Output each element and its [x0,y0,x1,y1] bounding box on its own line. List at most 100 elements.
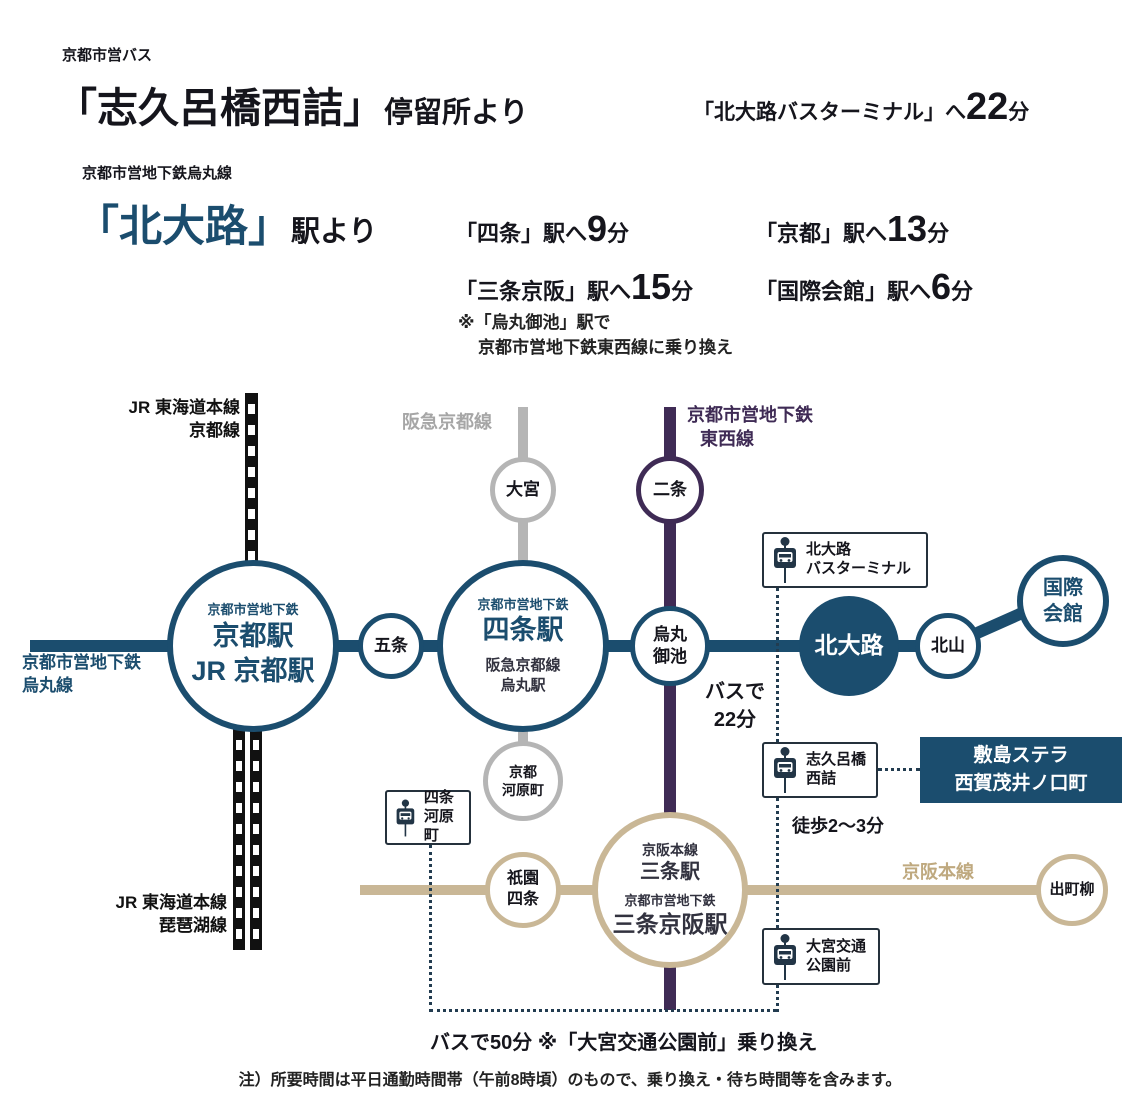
bus-stop-icon [774,747,796,793]
station-sanjo-line1: 京阪本線 [642,841,698,858]
bus-route-terminal-to-shikurobashi [776,588,779,742]
tozai-line-label-1: 京都市営地下鉄 [687,405,813,425]
station-gion-shijo: 祇園 四条 [485,852,561,928]
bus-route-shikurobashi-to-omiyapark [776,798,779,928]
bus-stop-icon [396,799,415,836]
station-demachiyanagi-label: 出町柳 [1049,881,1095,899]
dest-sanjokeihan-label: 「三条京阪」駅へ [455,279,632,304]
station-gojo: 五条 [358,613,424,679]
station-kitayama: 北山 [915,613,981,679]
station-sanjo-keihan: 京阪本線 三条駅 京都市営地下鉄 三条京阪駅 [592,812,748,968]
bus-stop-shijo-kawaramachi-line1: 四条 [423,789,454,807]
station-kokusaikaikan: 国際 会館 [1017,555,1109,647]
bus-stop-omiya-park-label: 大宮交通 公園前 [806,938,866,976]
bus-stop-shijo-kawaramachi: 四条 河原町 [385,789,471,845]
dest-kyoto-label: 「京都」駅へ [755,221,888,246]
bus-22min-note-line2: 22分 [713,709,757,731]
station-sanjo-line4: 三条京阪駅 [612,910,728,937]
bus-stop-shijo-kawaramachi-line2: 河原町 [423,808,454,844]
bus-stop-kitaoji-terminal: 北大路 バスターミナル [762,532,928,588]
station-kyoto-kawaramachi: 京都 河原町 [483,741,563,821]
property-box: 敷島ステラ 西賀茂井ノ口町 [920,737,1122,803]
dest-shijo-label: 「四条」駅へ [455,221,588,246]
station-title-suffix: 駅より [291,216,378,248]
bus-destination-minutes: 22 [966,86,1009,128]
dest-kokusaikaikan-label: 「国際会館」駅へ [755,279,932,304]
jr-biwako-line-label-1: JR 東海道本線 [115,893,227,912]
dest-sanjokeihan-unit: 分 [671,279,694,304]
station-omiya: 大宮 [490,457,556,523]
karasuma-line-label-2: 烏丸線 [22,675,73,695]
dest-shijo-minutes: 9 [587,208,608,249]
station-shijo: 京都市営地下鉄 四条駅 阪急京都線 烏丸駅 [437,560,609,732]
station-gojo-label: 五条 [374,635,408,655]
station-karasuma-oike-line2: 御池 [653,647,687,666]
karasuma-line-label-1: 京都市営地下鉄 [22,653,141,672]
jr-kyoto-line-label: JR 東海道本線 京都線 [58,397,240,443]
hankyu-line-label: 阪急京都線 [402,412,492,432]
dest-sanjokeihan: 「三条京阪」駅へ15分 [455,266,693,308]
bus-22min-note-line1: バスで [705,681,765,703]
bus-stop-shikurobashi-label: 志久呂橋 西詰 [806,751,866,789]
bus-destination-time: 「北大路バスターミナル」へ22分 [693,86,1029,129]
dest-kokusaikaikan-unit: 分 [951,279,974,304]
station-title: 「北大路」駅より [76,192,377,254]
station-shijo-line1: 京都市営地下鉄 [477,596,569,612]
bus-stop-kitaoji-terminal-label: 北大路 バスターミナル [806,541,911,579]
bus-stop-shikurobashi: 志久呂橋 西詰 [762,742,878,798]
station-kitaoji-label: 北大路 [814,632,884,659]
bus-stop-shikurobashi-line2: 西詰 [806,770,837,787]
station-kyoto-line3: JR 京都駅 [191,656,315,687]
station-kyoto-line2: 京都駅 [212,621,294,652]
bus-22min-note: バスで 22分 [696,678,774,734]
jr-biwako-line-label-2: 琵琶湖線 [159,915,227,935]
bus-stop-omiya-park-line1: 大宮交通 [806,937,867,955]
property-name-line2: 西賀茂井ノ口町 [954,773,1088,794]
bus-route-omiyapark-stub [776,985,779,1012]
bus-company-label: 京都市営バス [62,47,153,64]
bus-stop-omiya-park: 大宮交通 公園前 [762,928,880,985]
station-kyoto: 京都市営地下鉄 京都駅 JR 京都駅 [167,560,339,732]
bus-50min-note: バスで50分 ※「大宮交通公園前」乗り換え [430,1032,818,1054]
property-name-line1: 敷島ステラ [973,745,1069,767]
dest-kokusaikaikan-minutes: 6 [931,266,952,307]
bus-stop-suffix: 停留所より [384,97,529,129]
station-demachiyanagi: 出町柳 [1036,854,1108,926]
station-nijo-label: 二条 [653,479,687,499]
bus-route-shijokawaramachi [429,845,432,1012]
bus-stop-omiya-park-line2: 公園前 [806,956,852,974]
station-kitaoji: 北大路 [799,596,899,696]
jr-kyoto-line-label-2: 京都線 [189,420,240,440]
bus-stop-icon [774,537,796,583]
jr-biwako-line-label: JR 東海道本線 琵琶湖線 [45,892,227,938]
station-kyoto-kawaramachi-line2: 河原町 [502,782,544,798]
bus-stop-shijo-kawaramachi-label: 四条 河原町 [424,789,463,845]
station-gion-shijo-line1: 祇園 [506,870,539,888]
station-kyoto-kawaramachi-line1: 京都 [509,763,537,780]
dest-kyoto: 「京都」駅へ13分 [755,208,949,250]
station-gion-shijo-line2: 四条 [506,891,539,908]
subway-line-label: 京都市営地下鉄烏丸線 [82,165,233,182]
dest-kokusaikaikan: 「国際会館」駅へ6分 [755,266,973,308]
tozai-line-label-2: 東西線 [700,429,754,450]
station-shijo-line4: 烏丸駅 [500,676,546,694]
bus-route-bottom [430,1009,776,1012]
station-karasuma-oike: 烏丸 御池 [630,606,710,686]
station-shijo-line3: 阪急京都線 [485,657,561,675]
station-kyoto-line1: 京都市営地下鉄 [207,602,299,618]
station-karasuma-oike-line1: 烏丸 [653,624,687,644]
bus-destination-unit: 分 [1008,101,1030,124]
keihan-line-label: 京阪本線 [902,862,974,882]
dest-shijo: 「四条」駅へ9分 [455,208,629,250]
footer-note: 注）所要時間は平日通勤時間帯（午前8時頃）のもので、乗り換え・待ち時間等を含みま… [238,1072,902,1089]
station-kitayama-label: 北山 [931,635,965,655]
dest-sanjokeihan-minutes: 15 [631,266,672,307]
bus-stop-icon [774,933,796,980]
station-sanjo-line2: 三条駅 [640,860,700,883]
station-omiya-label: 大宮 [506,479,540,499]
station-kokusaikaikan-line2: 会館 [1043,603,1083,625]
station-shijo-line2: 四条駅 [482,615,564,646]
transfer-note-line1: ※「烏丸御池」駅で [458,313,611,332]
transfer-note-line2: 京都市営地下鉄東西線に乗り換え [478,338,733,357]
